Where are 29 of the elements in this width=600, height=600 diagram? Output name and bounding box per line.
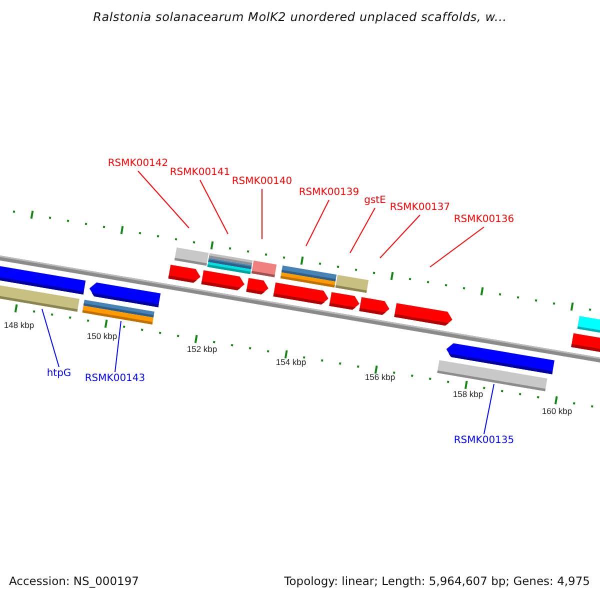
gene-label: RSMK00140 [232,175,292,189]
leader-line [380,214,420,258]
accession-text: Accession: NS_000197 [9,574,139,588]
gene-label: RSMK00136 [454,213,514,227]
leader-line [350,208,376,254]
leader-line [306,200,330,246]
scale-label: 154 kbp [276,357,306,368]
leader-line [430,226,484,268]
scale-label: 156 kbp [364,372,396,383]
scale-label: 148 kbp [4,320,34,331]
genome-info-text: Topology: linear; Length: 5,964,607 bp; Genes: 4,975 [284,574,590,588]
leader-line [484,384,494,434]
gene-label: RSMK00143 [84,372,146,386]
leader-line [42,308,60,368]
gene-label: RSMK00141 [170,166,230,180]
leader-line [138,170,190,228]
gene-label: gstE [364,194,386,208]
gene-label: RSMK00137 [390,201,450,215]
title: Ralstonia solanacearum MolK2 unordered unplaced scaffolds, w... [92,10,508,24]
scale-label: 150 kbp [86,331,118,342]
scale-label: 152 kbp [186,344,218,355]
gene-label: RSMK00142 [108,157,168,171]
scale-label: 158 kbp [452,389,484,400]
gene-label: RSMK00139 [298,186,360,200]
gene-label: htpG [46,367,72,381]
leader-line [114,320,122,372]
scale-label: 160 kbp [542,406,572,417]
leader-line [200,180,228,234]
gene-label: RSMK00135 [454,434,514,448]
